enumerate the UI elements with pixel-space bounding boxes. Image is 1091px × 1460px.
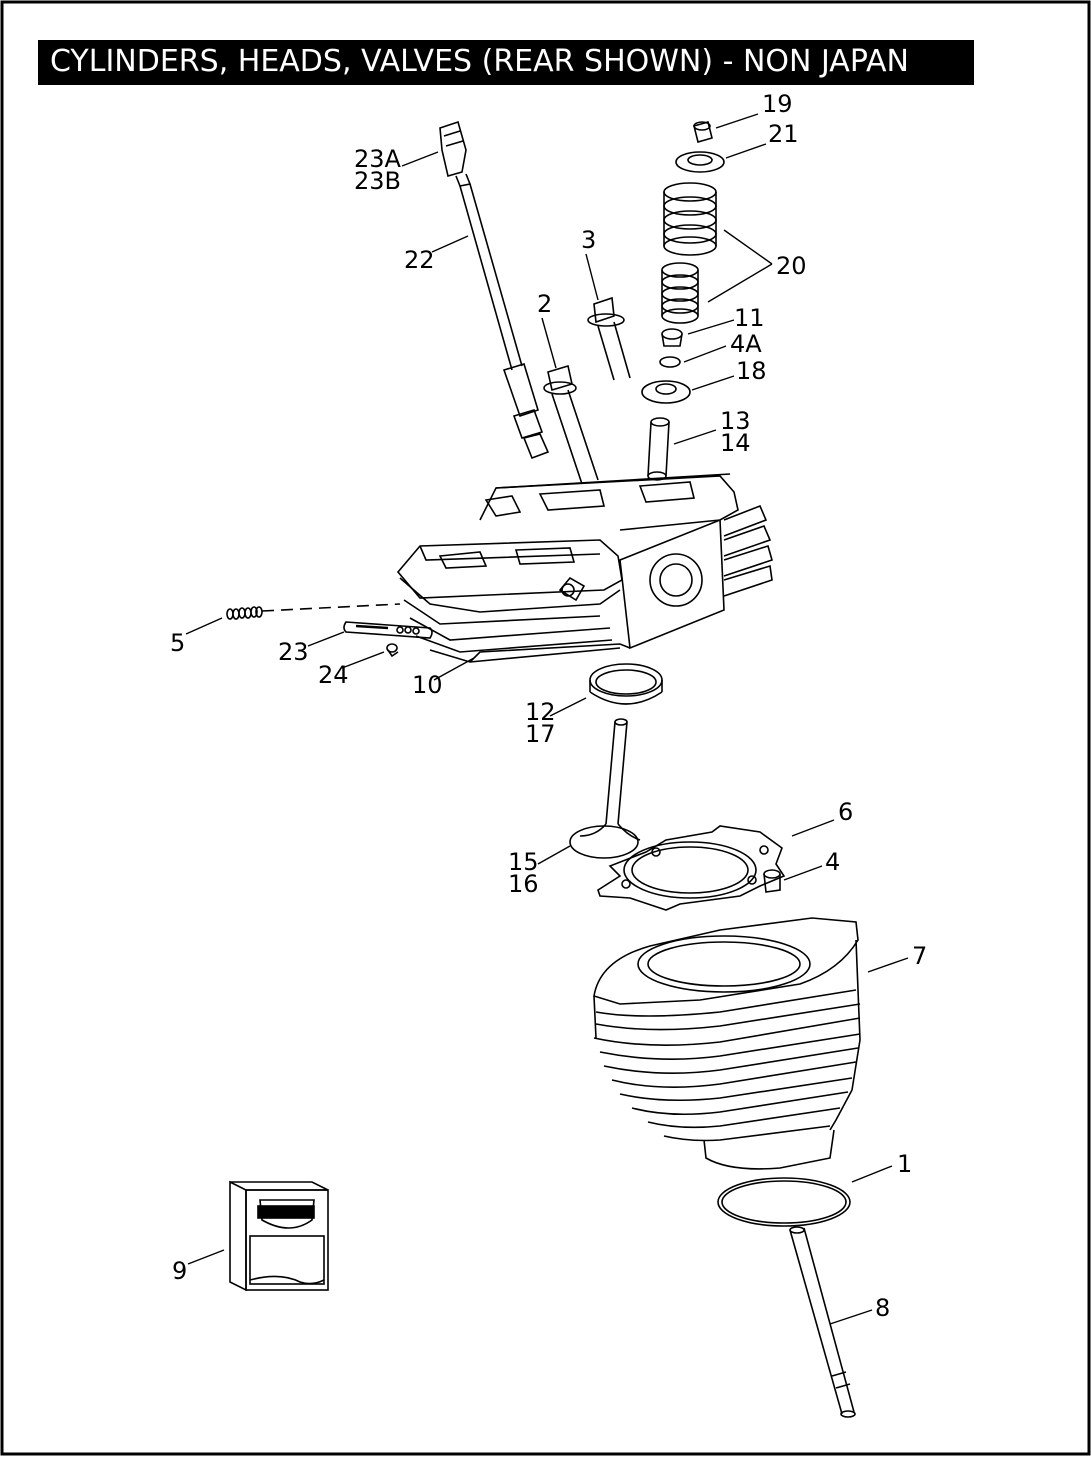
callout-3: 3 [581, 226, 596, 254]
leader-24 [341, 651, 385, 669]
callout-10: 10 [412, 671, 443, 699]
part-13-guide [647, 417, 670, 481]
leader-18 [691, 375, 735, 391]
callout-21: 21 [768, 120, 799, 148]
leader-22 [431, 235, 469, 253]
callout-23a: 23A [354, 145, 402, 173]
leader-5 [185, 617, 223, 635]
callout-12: 12 [525, 698, 556, 726]
leader-10 [433, 657, 475, 681]
part-10-cylinder-head [396, 473, 773, 663]
leader-lines [185, 113, 909, 1325]
leader-20b [707, 263, 773, 303]
callout-4a: 4A [730, 330, 762, 358]
part-18-washer [641, 380, 691, 404]
callout-2: 2 [537, 290, 552, 318]
part-20-springs [661, 182, 717, 324]
part-4-dowel [763, 869, 781, 893]
leader-9 [187, 1249, 225, 1265]
callout-labels: 19 21 23A 23B 3 22 20 2 11 4A 18 13 14 5… [170, 90, 927, 1322]
leader-21 [725, 143, 767, 159]
callout-13: 13 [720, 407, 751, 435]
part-6-gasket [597, 825, 786, 911]
callout-16: 16 [508, 870, 539, 898]
callout-5: 5 [170, 629, 185, 657]
callout-23: 23 [278, 638, 309, 666]
part-19-keeper [693, 121, 713, 143]
part-12-ring [589, 663, 663, 705]
part-5-spring [226, 603, 401, 620]
leader-15 [537, 845, 571, 865]
callout-18: 18 [736, 357, 767, 385]
leader-23a [401, 151, 439, 167]
leader-11 [687, 319, 735, 335]
leader-7 [867, 957, 909, 973]
callout-15: 15 [508, 848, 539, 876]
callout-6: 6 [838, 798, 853, 826]
leader-13 [673, 429, 717, 445]
leader-20a [723, 229, 773, 265]
part-2-bolt [543, 364, 599, 485]
part-22-pushrod-tube [439, 120, 550, 460]
part-23-plate [343, 621, 433, 639]
leader-4 [783, 865, 823, 881]
callout-22: 22 [404, 246, 435, 274]
part-3-bolt [587, 296, 631, 381]
callout-24: 24 [318, 661, 349, 689]
part-7-cylinder [593, 917, 861, 1170]
callout-19: 19 [762, 90, 793, 118]
part-4a-ring [659, 356, 681, 368]
part-9-gasket-kit-box [229, 1180, 329, 1292]
callout-8: 8 [875, 1294, 890, 1322]
part-11-seal [661, 328, 683, 347]
callout-1: 1 [897, 1150, 912, 1178]
leader-1 [851, 1165, 893, 1183]
callout-20: 20 [776, 252, 807, 280]
leader-2 [541, 317, 557, 369]
part-8-pushrod [789, 1226, 856, 1418]
leader-4a [683, 345, 727, 363]
part-21-collar [675, 151, 725, 173]
callout-11: 11 [734, 304, 765, 332]
leader-6 [791, 819, 835, 837]
leader-3 [585, 253, 599, 301]
page-title: CYLINDERS, HEADS, VALVES (REAR SHOWN) - … [50, 44, 909, 79]
callout-17: 17 [525, 720, 556, 748]
part-24-screw [386, 643, 399, 658]
callout-23b: 23B [354, 167, 401, 195]
title-bar: CYLINDERS, HEADS, VALVES (REAR SHOWN) - … [38, 40, 974, 85]
callout-14: 14 [720, 429, 751, 457]
callout-4: 4 [825, 848, 840, 876]
callout-9: 9 [172, 1257, 187, 1285]
part-1-o-ring [717, 1177, 851, 1227]
callout-7: 7 [912, 942, 927, 970]
leader-12 [549, 697, 587, 717]
leader-23 [307, 631, 345, 647]
leader-19 [715, 113, 759, 129]
leader-8 [829, 1309, 873, 1325]
part-15-valve [569, 718, 641, 859]
